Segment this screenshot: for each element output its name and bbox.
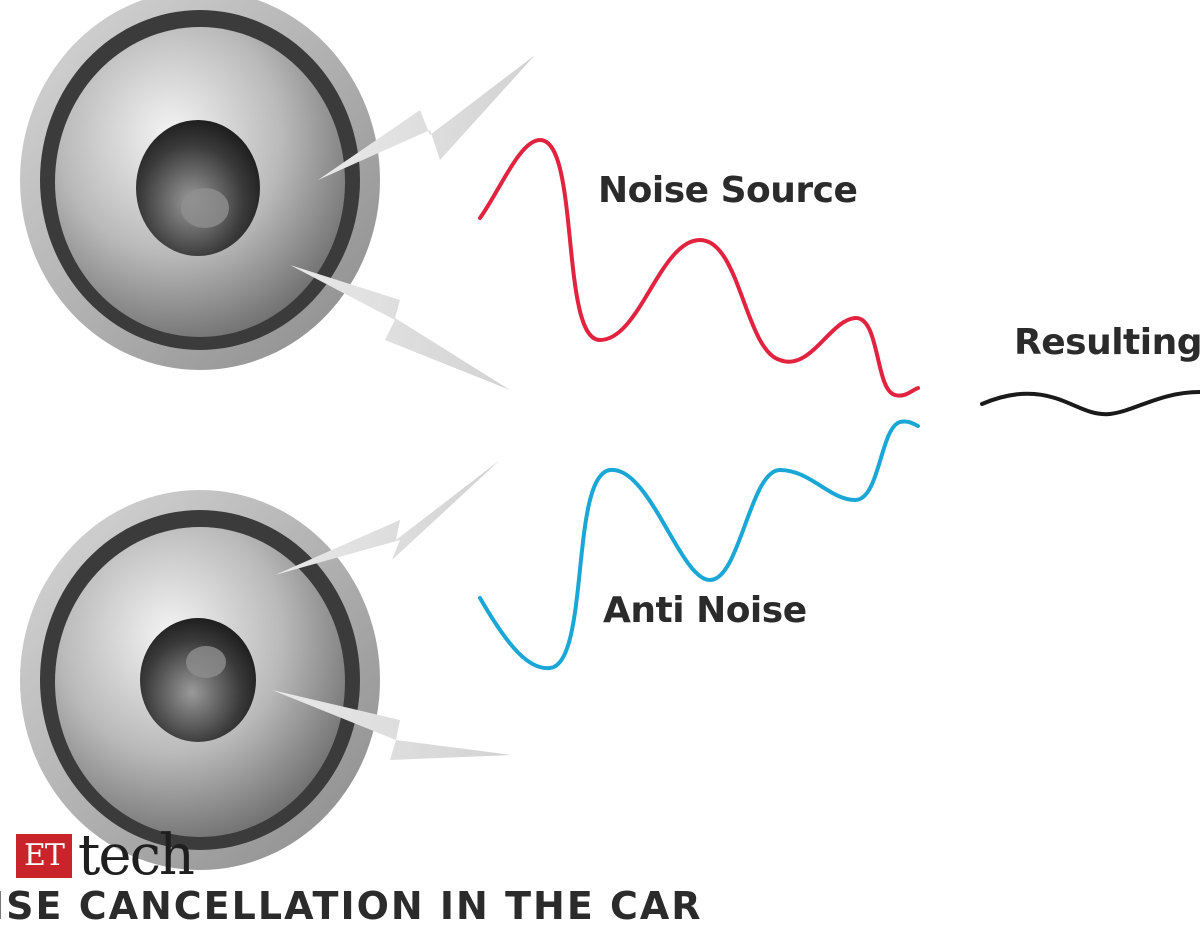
anti-noise-wave: [478, 419, 920, 671]
resulting-wave: [980, 390, 1200, 417]
noise-source-label: Noise Source: [598, 170, 858, 211]
resulting-label: Resulting: [1014, 322, 1200, 363]
noise-cancellation-diagram: [20, 0, 1200, 870]
sound-burst-top-icon: [290, 55, 535, 390]
sound-burst-bottom-icon: [272, 460, 512, 760]
anti-noise-label: Anti Noise: [603, 590, 807, 631]
speaker-top-icon: [20, 0, 380, 370]
cut-off-caption: ISE CANCELLATION IN THE CAR: [0, 884, 703, 928]
et-tech-logo: ET tech: [16, 823, 195, 888]
speaker-bottom-icon: [20, 490, 380, 870]
logo-word: tech: [77, 823, 195, 888]
noise-source-wave: [478, 137, 920, 398]
logo-badge: ET: [16, 834, 72, 878]
